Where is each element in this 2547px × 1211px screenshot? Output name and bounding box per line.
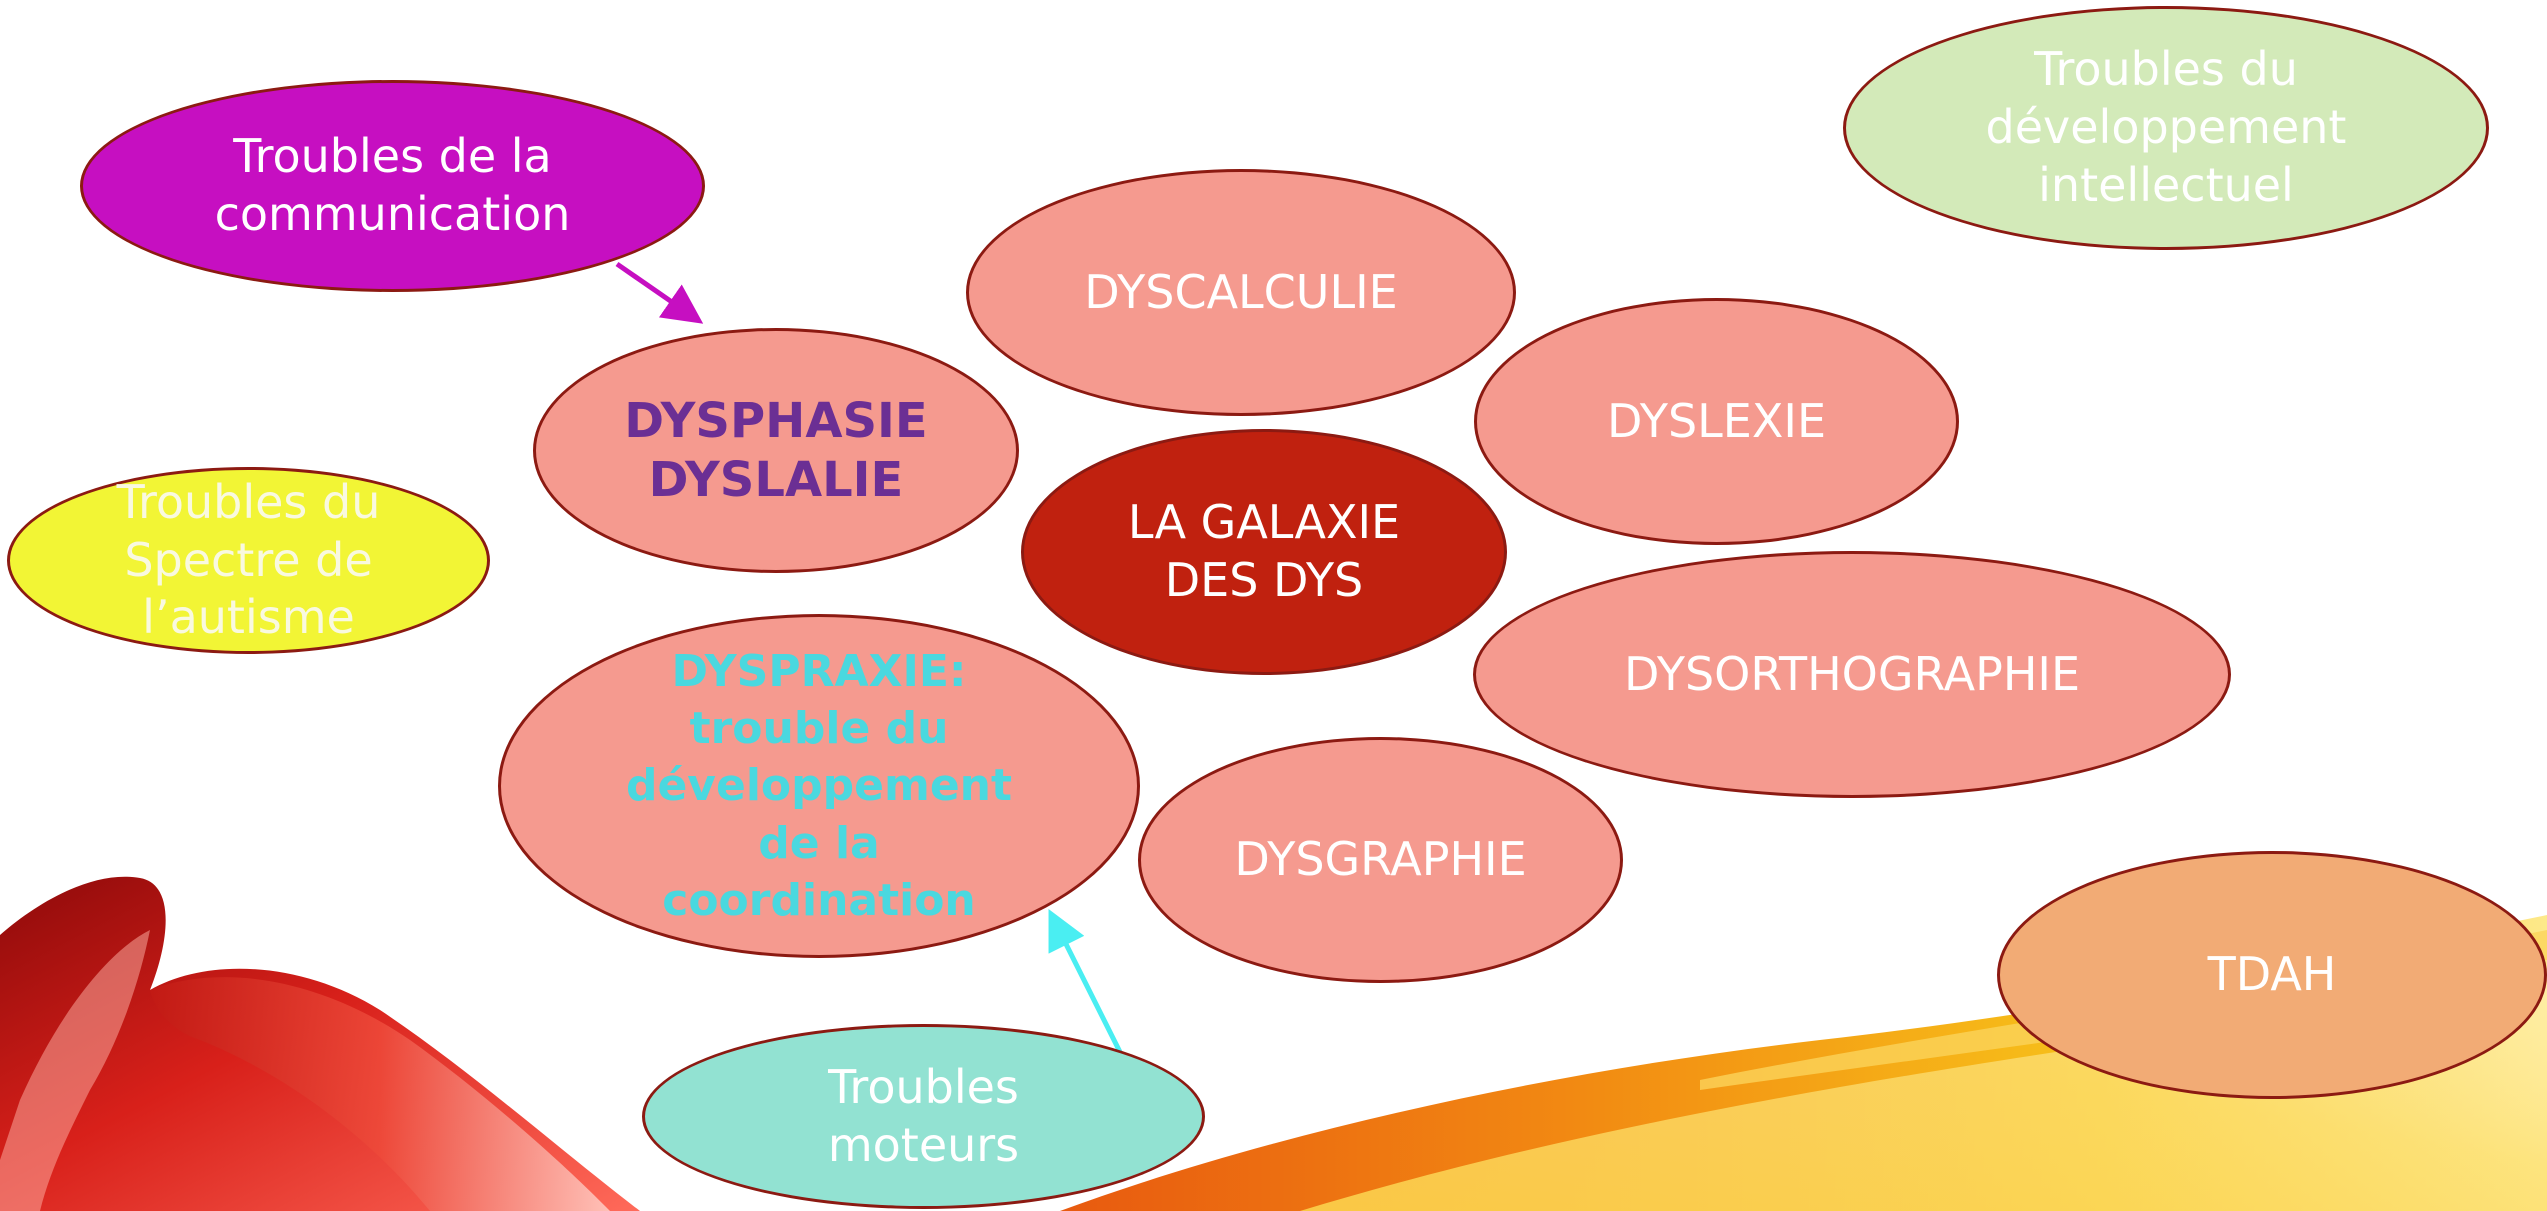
red-curl-sheen [150, 977, 610, 1211]
node-label: DYSLEXIE [1606, 393, 1827, 448]
center-label: LA GALAXIE DES DYS [1127, 495, 1401, 607]
node-label: DYSPRAXIE: trouble du développement de l… [625, 646, 1013, 926]
node-dyslexie: DYSLEXIE [1474, 298, 1959, 545]
node-label: Troubles du développement intellectuel [1985, 42, 2347, 212]
node-label: TDAH [2207, 947, 2337, 1002]
node-label: DYSORTHOGRAPHIE [1623, 646, 2081, 701]
node-label: DYSCALCULIE [1084, 264, 1398, 319]
node-dyscalculie: DYSCALCULIE [966, 169, 1516, 416]
node-dysphasie-dyslalie: DYSPHASIE DYSLALIE [533, 328, 1019, 573]
node-troubles-moteurs: Troubles moteurs [642, 1024, 1205, 1209]
node-label: Troubles de la communication [214, 129, 571, 241]
red-curl-highlight [0, 930, 150, 1211]
node-troubles-developpement-intellectuel: Troubles du développement intellectuel [1843, 6, 2489, 250]
node-dysgraphie: DYSGRAPHIE [1138, 737, 1623, 983]
node-label: DYSPHASIE DYSLALIE [624, 392, 928, 508]
node-troubles-communication: Troubles de la communication [80, 80, 705, 292]
node-dysorthographie: DYSORTHOGRAPHIE [1473, 551, 2231, 798]
node-troubles-spectre-autisme: Troubles du Spectre de l’autisme [7, 467, 490, 654]
node-dyspraxie: DYSPRAXIE: trouble du développement de l… [498, 614, 1140, 958]
node-label: Troubles moteurs [827, 1059, 1020, 1172]
node-label: DYSGRAPHIE [1234, 832, 1527, 887]
node-tdah: TDAH [1997, 851, 2547, 1099]
node-label: Troubles du Spectre de l’autisme [116, 474, 381, 645]
node-center-galaxie: LA GALAXIE DES DYS [1021, 429, 1507, 675]
